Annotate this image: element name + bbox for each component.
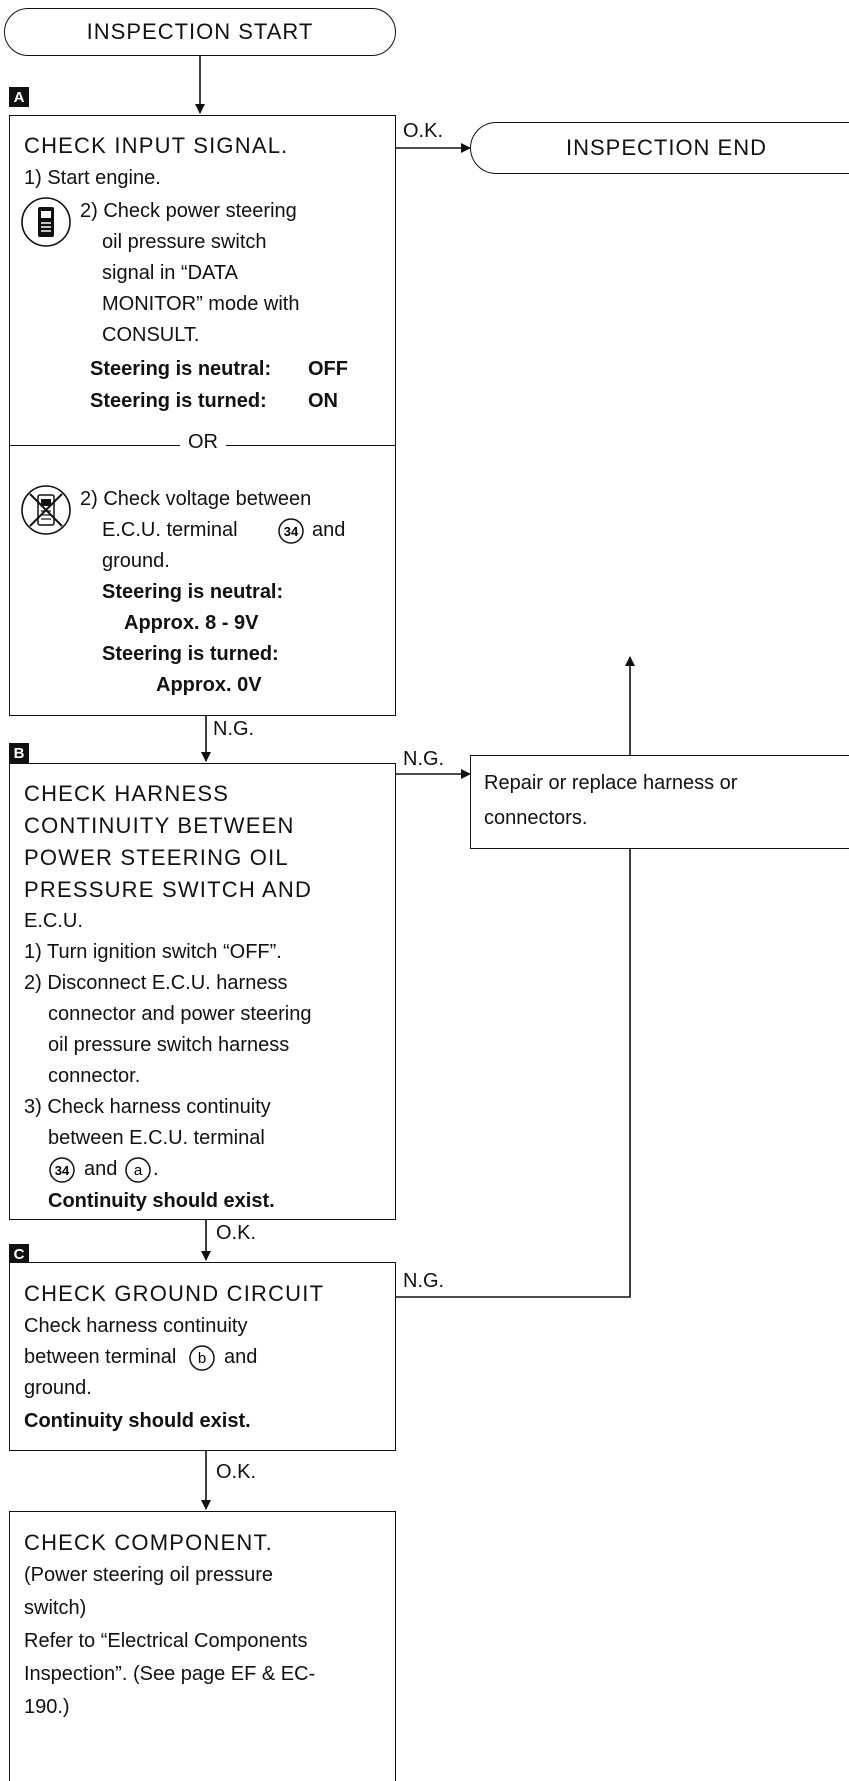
a-consult-line-4: MONITOR” mode with bbox=[102, 293, 300, 315]
a-voltage-result-2: Approx. 8 - 9V bbox=[124, 612, 259, 634]
arrow-c-ng bbox=[396, 656, 635, 1298]
b-title-line-5: E.C.U. bbox=[24, 910, 83, 932]
a-result-neutral-label: Steering is neutral: bbox=[90, 358, 272, 380]
terminal-34-circle-a: 34 bbox=[278, 518, 304, 544]
d-line-3: Refer to “Electrical Components bbox=[24, 1630, 308, 1652]
label-ok-b: O.K. bbox=[216, 1222, 257, 1244]
inspection-end-label: INSPECTION END bbox=[565, 135, 768, 160]
a-result-turned-label: Steering is turned: bbox=[90, 390, 267, 412]
d-line-2: switch) bbox=[24, 1597, 87, 1619]
terminal-34-b-text: 34 bbox=[55, 1163, 70, 1178]
b-line-2: 2) Disconnect E.C.U. harness bbox=[24, 972, 288, 994]
a-consult-line-2: oil pressure switch bbox=[102, 231, 267, 253]
a-result-turned-value: ON bbox=[308, 390, 338, 412]
b-period: . bbox=[153, 1158, 159, 1180]
repair-line-1: Repair or replace harness or bbox=[484, 772, 738, 794]
step-letter-c: C bbox=[9, 1244, 29, 1264]
b-line-3: connector and power steering bbox=[48, 1003, 312, 1025]
terminal-b-circle: b bbox=[189, 1345, 215, 1371]
label-ng-c: N.G. bbox=[403, 1270, 445, 1292]
label-ok-a: O.K. bbox=[403, 120, 444, 142]
a-voltage-result-1: Steering is neutral: bbox=[102, 581, 284, 603]
box-check-component bbox=[9, 1511, 396, 1781]
inspection-start-label: INSPECTION START bbox=[86, 19, 314, 44]
a-voltage-and: and bbox=[312, 519, 346, 541]
step-letter-a: A bbox=[9, 87, 29, 107]
a-voltage-result-3: Steering is turned: bbox=[102, 643, 279, 665]
box-repair-harness bbox=[470, 755, 849, 849]
b-title-line-1: CHECK HARNESS bbox=[24, 781, 230, 806]
d-line-1: (Power steering oil pressure bbox=[24, 1564, 273, 1586]
d-title: CHECK COMPONENT. bbox=[24, 1530, 273, 1555]
inspection-end: INSPECTION END bbox=[470, 122, 849, 174]
b-title-line-3: POWER STEERING OIL bbox=[24, 845, 289, 870]
label-ng-b: N.G. bbox=[403, 748, 445, 770]
label-ng-a: N.G. bbox=[213, 718, 255, 740]
b-title-line-2: CONTINUITY BETWEEN bbox=[24, 813, 295, 838]
terminal-a-circle: a bbox=[125, 1157, 151, 1183]
b-title-line-4: PRESSURE SWITCH AND bbox=[24, 877, 313, 902]
a-consult-line-1: 2) Check power steering bbox=[80, 200, 297, 222]
step-letter-b: B bbox=[9, 743, 29, 763]
b-line-5: connector. bbox=[48, 1065, 141, 1087]
a-consult-line-3: signal in “DATA bbox=[102, 262, 238, 284]
a-voltage-line-3: ground. bbox=[102, 550, 170, 572]
consult-tester-icon bbox=[21, 197, 71, 247]
c-result: Continuity should exist. bbox=[24, 1410, 251, 1432]
label-ok-c: O.K. bbox=[216, 1461, 257, 1483]
terminal-a-text: a bbox=[134, 1162, 143, 1179]
a-voltage-result-4: Approx. 0V bbox=[156, 674, 262, 696]
c-title: CHECK GROUND CIRCUIT bbox=[24, 1281, 325, 1306]
b-line-6: 3) Check harness continuity bbox=[24, 1096, 271, 1118]
c-line-3: ground. bbox=[24, 1377, 92, 1399]
c-line-2: between terminal bbox=[24, 1346, 177, 1368]
d-line-5: 190.) bbox=[24, 1696, 70, 1718]
a-result-neutral-value: OFF bbox=[308, 358, 348, 380]
terminal-b-text: b bbox=[198, 1350, 206, 1367]
box-check-harness-continuity bbox=[9, 763, 396, 1220]
box-check-input-signal bbox=[9, 115, 396, 716]
c-and: and bbox=[224, 1346, 258, 1368]
repair-line-2: connectors. bbox=[484, 807, 588, 829]
a-voltage-line-2: E.C.U. terminal bbox=[102, 519, 238, 541]
b-and: and bbox=[84, 1158, 118, 1180]
no-consult-icon bbox=[21, 485, 71, 535]
b-line-7: between E.C.U. terminal bbox=[48, 1127, 265, 1149]
b-result: Continuity should exist. bbox=[48, 1190, 275, 1212]
a-voltage-line-1: 2) Check voltage between bbox=[80, 488, 312, 510]
a-step1: 1) Start engine. bbox=[24, 167, 161, 189]
a-or-label: OR bbox=[180, 431, 226, 454]
b-line-4: oil pressure switch harness bbox=[48, 1034, 290, 1056]
inspection-start: INSPECTION START bbox=[4, 8, 396, 56]
d-line-4: Inspection”. (See page EF & EC- bbox=[24, 1663, 316, 1685]
c-line-1: Check harness continuity bbox=[24, 1315, 248, 1337]
terminal-34-a-text: 34 bbox=[284, 524, 299, 539]
a-consult-line-5: CONSULT. bbox=[102, 324, 200, 346]
terminal-34-circle-b: 34 bbox=[49, 1157, 75, 1183]
a-title: CHECK INPUT SIGNAL. bbox=[24, 133, 289, 158]
b-line-1: 1) Turn ignition switch “OFF”. bbox=[24, 941, 282, 963]
